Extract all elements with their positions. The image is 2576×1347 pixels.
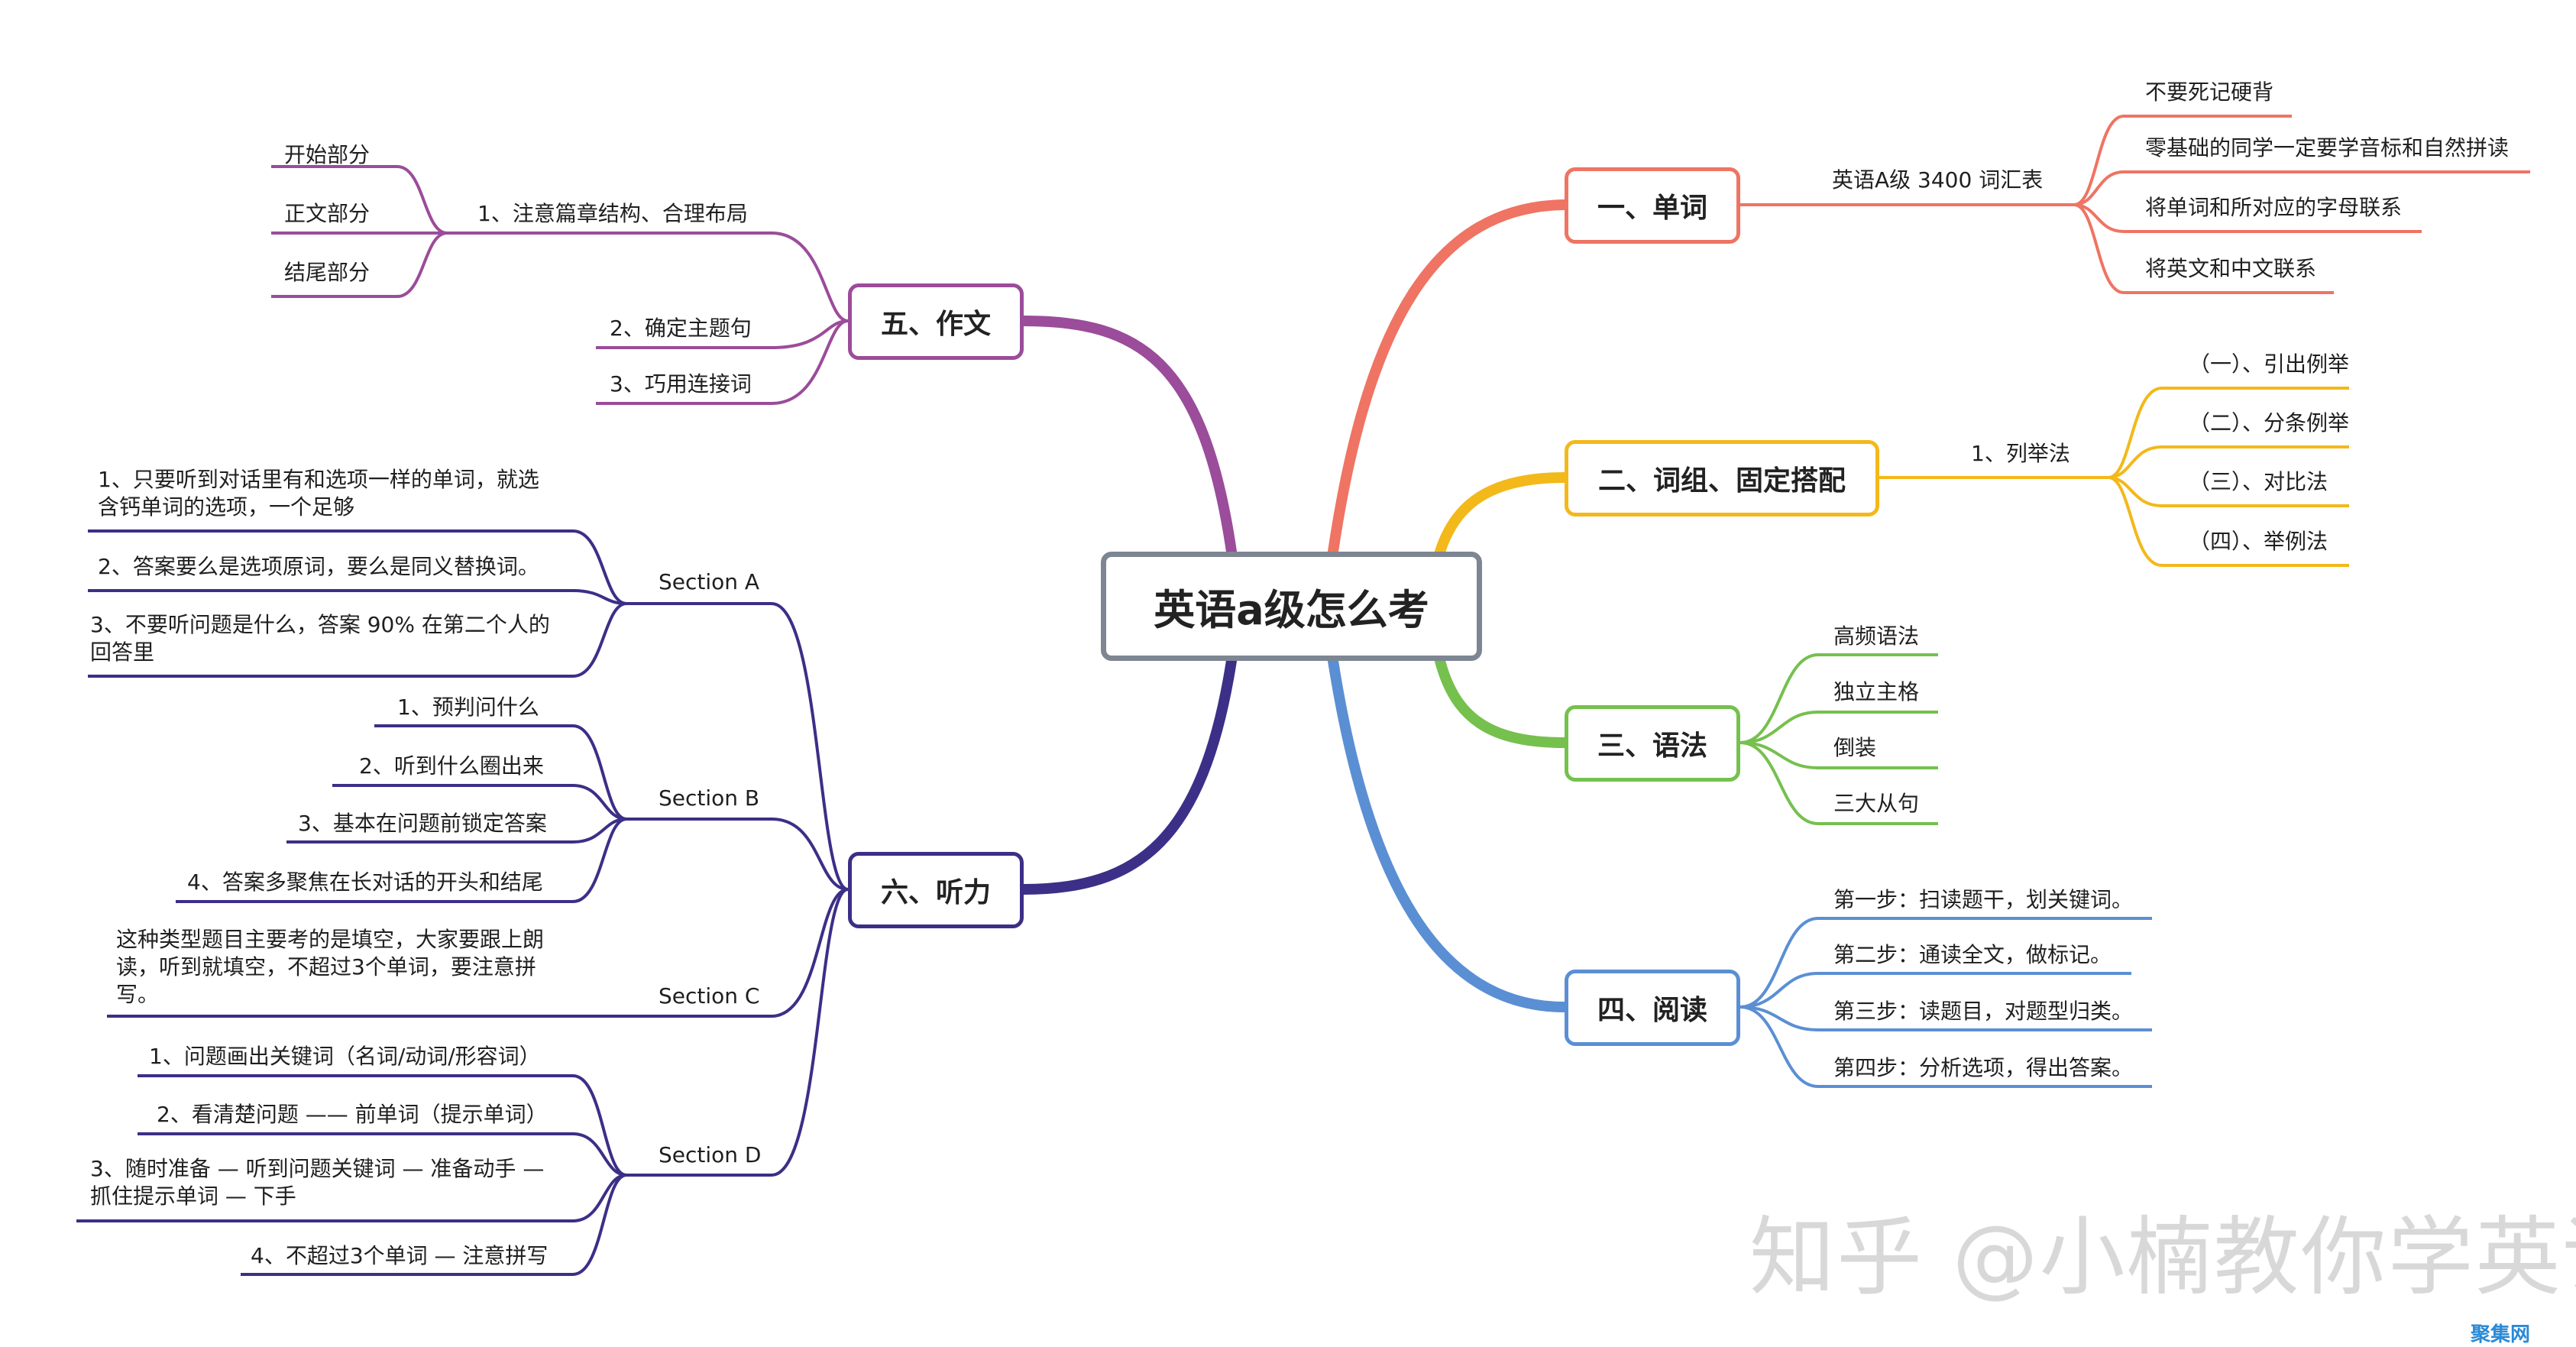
grammar-item[interactable]: 三大从句 [1833,791,1920,816]
words-item[interactable]: 将英文和中文联系 [2145,256,2317,281]
branch-listening [1018,656,1237,895]
section-d-label[interactable]: Section D [659,1142,762,1167]
section-d-item[interactable]: 4、不超过3个单词 — 注意拼写 [251,1243,549,1268]
section-b-label[interactable]: Section B [659,785,760,811]
phrases-item[interactable]: （一）、引出例举 [2189,351,2350,377]
section-d-item[interactable]: 3、随时准备 — 听到问题关键词 — 准备动手 — 抓住提示单词 — 下手 [90,1156,545,1209]
section-a-item[interactable]: 2、答案要么是选项原词，要么是同义替换词。 [98,554,539,579]
phrases-subtopic[interactable]: 1、列举法 [1971,441,2070,466]
branch-writing [1018,316,1237,557]
writing-part[interactable]: 开始部分 [284,142,371,167]
section-d-item[interactable]: 1、问题画出关键词（名词/动词/形容词） [149,1044,541,1069]
phrases-item[interactable]: （二）、分条例举 [2189,410,2350,436]
writing-part[interactable]: 结尾部分 [284,260,371,285]
root-node[interactable]: 英语a级怎么考 [1101,552,1482,661]
section-b-item[interactable]: 4、答案多聚焦在长对话的开头和结尾 [187,869,543,895]
section-d-item[interactable]: 2、看清楚问题 —— 前单词（提示单词） [157,1102,548,1127]
reading-step[interactable]: 第四步：分析选项，得出答案。 [1833,1055,2134,1080]
words-item[interactable]: 将单词和所对应的字母联系 [2145,195,2403,220]
phrases-item[interactable]: （四）、举例法 [2189,529,2328,554]
reading-step[interactable]: 第一步：扫读题干，划关键词。 [1833,887,2134,912]
branch-grammar [1435,656,1570,748]
section-c-label[interactable]: Section C [659,983,760,1009]
words-subtopic[interactable]: 英语A级 3400 词汇表 [1832,167,2044,193]
section-b-item[interactable]: 1、预判问什么 [397,695,539,720]
section-c-text[interactable]: 这种类型题目主要考的是填空，大家要跟上朗读，听到就填空，不超过3个单词，要注意拼… [116,927,545,1007]
grammar-item[interactable]: 高频语法 [1833,623,1920,649]
words-item[interactable]: 零基础的同学一定要学音标和自然拼读 [2145,135,2510,160]
grammar-item[interactable]: 倒装 [1833,735,1877,760]
corner-watermark: 聚集网 [2471,1323,2531,1346]
reading-step[interactable]: 第三步：读题目，对题型归类。 [1833,999,2134,1024]
writing-subtopic[interactable]: 3、巧用连接词 [610,371,752,397]
topic-words[interactable]: 一、单词 [1565,167,1740,244]
phrases-item[interactable]: （三）、对比法 [2189,469,2328,494]
section-a-label[interactable]: Section A [659,569,760,594]
branch-reading [1328,656,1570,1012]
topic-reading[interactable]: 四、阅读 [1565,970,1740,1046]
writing-subtopic[interactable]: 2、确定主题句 [610,316,752,341]
section-a-item[interactable]: 3、不要听问题是什么，答案 90% 在第二个人的回答里 [90,612,550,665]
branch-phrases [1435,472,1570,557]
section-b-item[interactable]: 2、听到什么圈出来 [359,753,544,779]
words-item[interactable]: 不要死记硬背 [2145,79,2274,105]
reading-step[interactable]: 第二步：通读全文，做标记。 [1833,942,2112,967]
topic-phrases[interactable]: 二、词组、固定搭配 [1565,440,1879,516]
topic-listening[interactable]: 六、听力 [848,852,1024,928]
writing-subtopic[interactable]: 1、注意篇章结构、合理布局 [477,201,748,226]
section-a-item[interactable]: 1、只要听到对话里有和选项一样的单词，就选含钙单词的选项，一个足够 [98,467,539,520]
section-b-item[interactable]: 3、基本在问题前锁定答案 [298,811,547,836]
writing-part[interactable]: 正文部分 [284,201,371,226]
topic-writing[interactable]: 五、作文 [848,283,1024,360]
grammar-item[interactable]: 独立主格 [1833,679,1920,704]
topic-grammar[interactable]: 三、语法 [1565,705,1740,782]
watermark-text: 知乎 @小楠教你学英语 [1749,1208,2576,1307]
branch-words [1328,199,1570,557]
